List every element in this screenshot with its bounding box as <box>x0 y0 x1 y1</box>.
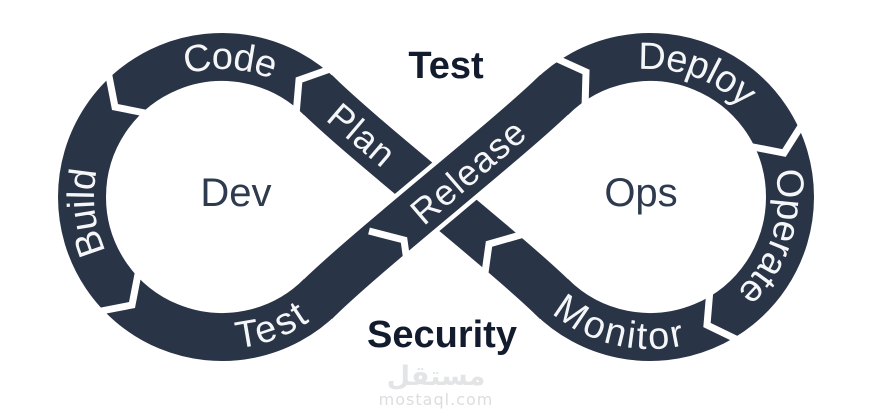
chevron-release-to-deploy-icon <box>551 53 590 109</box>
ribbon-shapes <box>57 33 815 361</box>
flow-arrows <box>95 53 806 345</box>
segment-label-monitor: Monitor <box>546 286 687 358</box>
chevron-build-to-test-icon <box>95 268 143 316</box>
ops-loop-ring <box>534 33 815 361</box>
watermark-site-text: mostaql.com <box>379 390 494 409</box>
bottom-security-label: Security <box>367 314 517 356</box>
chevron-test-to-release-icon <box>368 227 413 277</box>
release-band <box>298 74 574 320</box>
ops-loop-label: Ops <box>604 171 677 215</box>
watermark-logo-text: مستقل <box>387 361 486 392</box>
top-test-label: Test <box>408 45 484 87</box>
dev-loop-ring <box>57 33 338 361</box>
watermark: مستقل mostaql.com <box>379 361 494 409</box>
chevron-deploy-to-operate-icon <box>747 121 806 157</box>
chevron-monitor-to-plan-icon <box>480 230 525 281</box>
svg-text:Deploy: Deploy <box>638 36 765 116</box>
chevron-operate-to-monitor-icon <box>703 288 742 345</box>
chevron-plan-to-code-icon <box>292 64 335 116</box>
dev-loop-label: Dev <box>200 171 271 215</box>
segment-label-deploy: Deploy <box>638 36 764 116</box>
chevron-code-to-build-icon <box>104 70 151 118</box>
svg-text:Monitor: Monitor <box>546 286 688 358</box>
